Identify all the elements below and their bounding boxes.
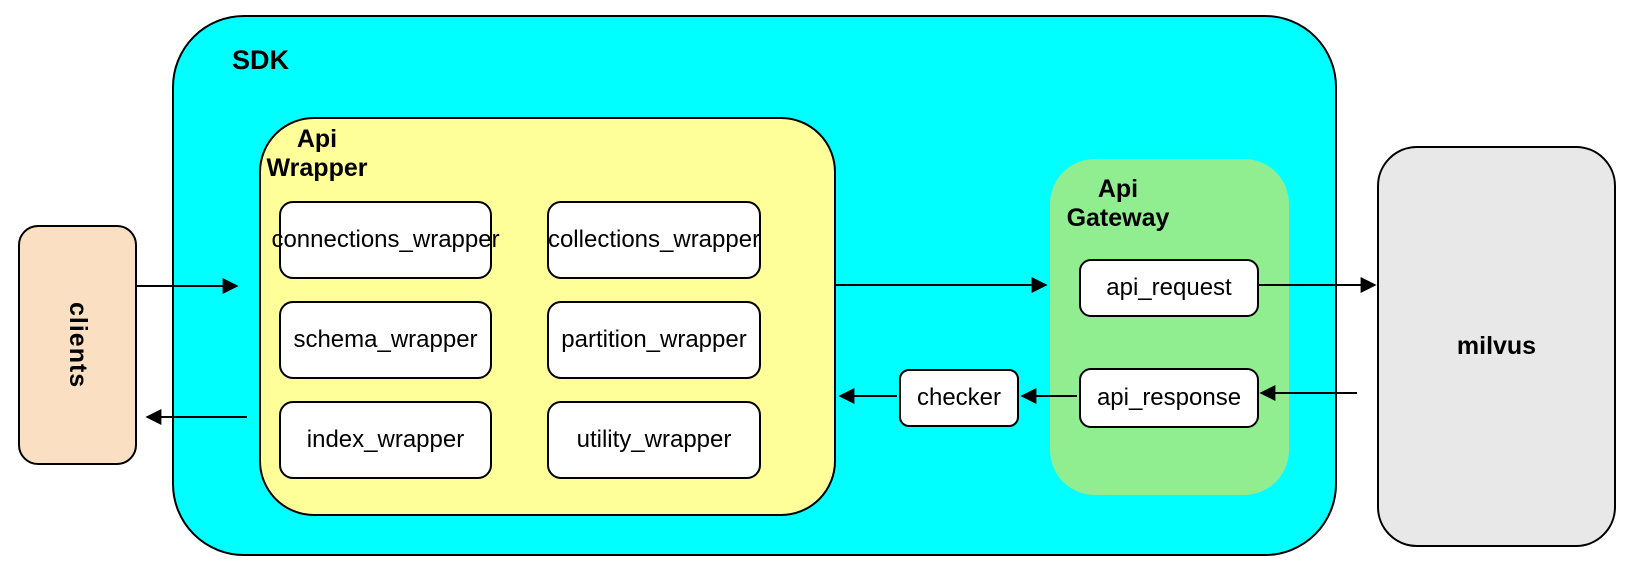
api-response-box: api_response bbox=[1079, 368, 1259, 428]
clients-label: clients bbox=[64, 301, 92, 389]
milvus-label: milvus bbox=[1456, 332, 1537, 360]
api-gateway-label-line2: Gateway bbox=[1066, 204, 1170, 232]
partition-wrapper-box: partition_wrapper bbox=[547, 301, 761, 379]
index-wrapper-box: index_wrapper bbox=[279, 401, 492, 479]
api-request-box: api_request bbox=[1079, 259, 1259, 317]
api-gateway-label-line1: Api bbox=[1097, 175, 1139, 203]
api-wrapper-label-line1: Api bbox=[296, 125, 338, 153]
schema-wrapper-box: schema_wrapper bbox=[279, 301, 492, 379]
utility-wrapper-box: utility_wrapper bbox=[547, 401, 761, 479]
api-wrapper-label-line2: Wrapper bbox=[266, 154, 368, 182]
clients-box: clients bbox=[18, 225, 137, 465]
checker-box: checker bbox=[899, 369, 1019, 427]
sdk-label: SDK bbox=[232, 45, 290, 75]
connections-wrapper-box: connections_wrapper bbox=[271, 201, 500, 279]
milvus-box: milvus bbox=[1377, 146, 1616, 547]
collections-wrapper-box: collections_wrapper bbox=[547, 201, 761, 279]
